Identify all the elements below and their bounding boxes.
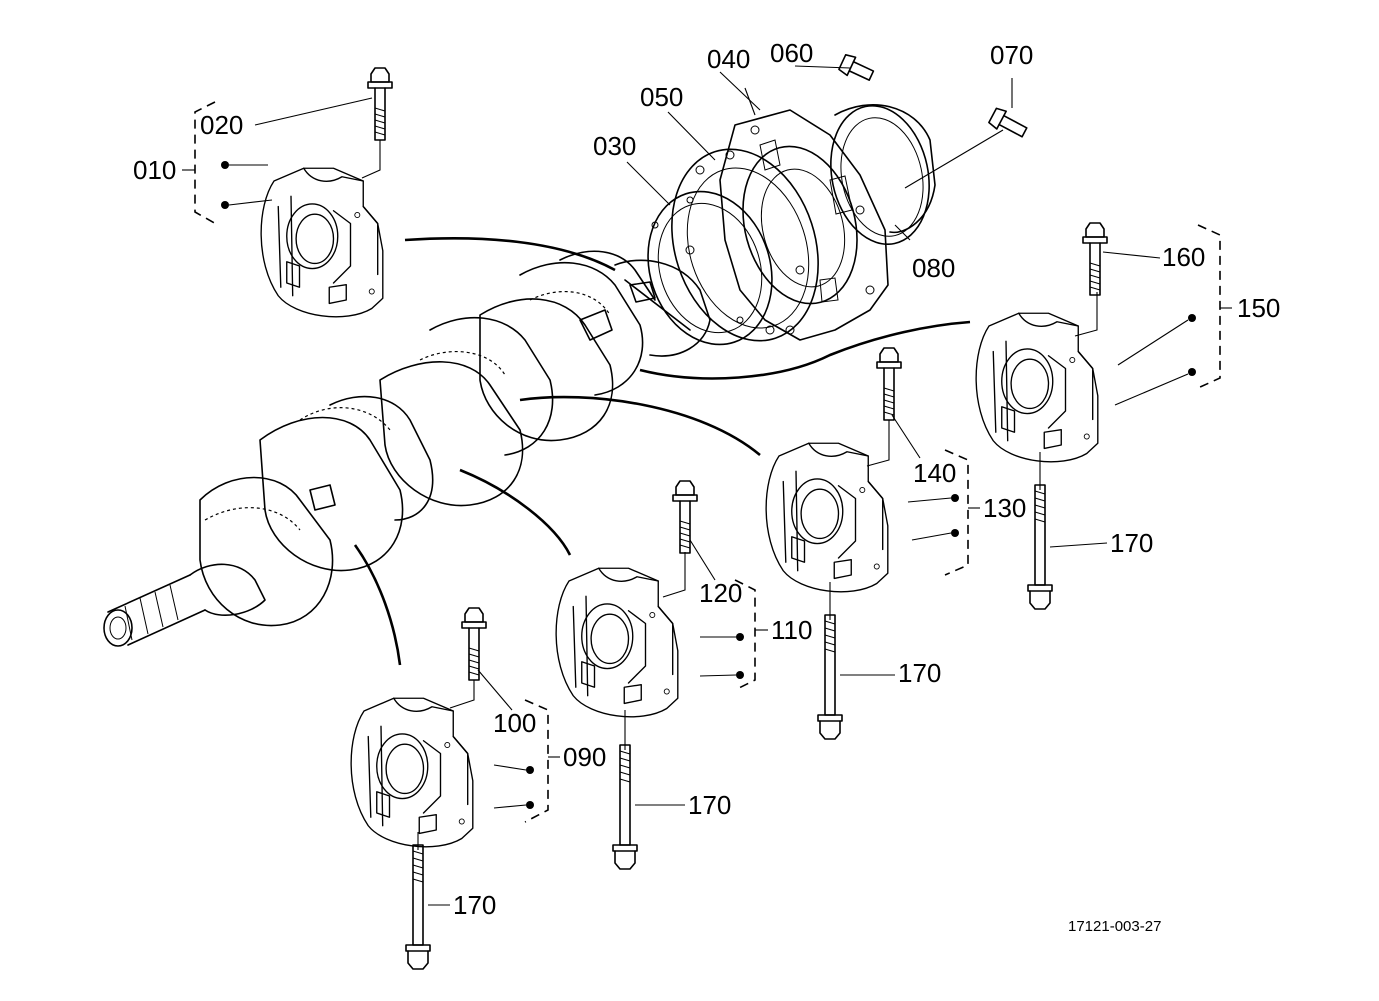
callout-010: 010	[133, 155, 176, 185]
callout-040: 040	[707, 44, 750, 74]
screw-070	[988, 107, 1028, 138]
bracket-010	[182, 101, 273, 226]
drawing-number: 17121-003-27	[1068, 918, 1161, 935]
leader-lines	[254, 65, 1161, 906]
callout-170-a: 170	[1110, 528, 1153, 558]
bracket-130	[907, 449, 980, 576]
bracket-090	[493, 699, 560, 823]
bolt-100	[461, 607, 487, 681]
bolt-120	[672, 480, 698, 554]
callout-070: 070	[990, 40, 1033, 70]
main-bearing-case-110	[555, 567, 679, 718]
callout-labels: 010 020 030 040 050 060 070 080 090 100 …	[133, 38, 1280, 935]
callout-080: 080	[912, 253, 955, 283]
callout-170-b: 170	[898, 658, 941, 688]
assembly-lines	[353, 237, 971, 666]
callout-150: 150	[1237, 293, 1280, 323]
callout-030: 030	[593, 131, 636, 161]
bracket-110	[699, 579, 768, 691]
callout-130: 130	[983, 493, 1026, 523]
callout-140: 140	[913, 458, 956, 488]
callout-110: 110	[771, 615, 812, 645]
callout-120: 120	[699, 578, 742, 608]
bracket-150	[1114, 224, 1232, 406]
callout-050: 050	[640, 82, 683, 112]
bolt-170-090	[405, 844, 431, 970]
callout-170-c: 170	[688, 790, 731, 820]
callout-060: 060	[770, 38, 813, 68]
main-bearing-case-150	[975, 312, 1099, 463]
bolt-170-130	[817, 614, 843, 740]
bolt-020	[367, 67, 393, 141]
callout-020: 020	[200, 110, 243, 140]
oil-seal-case	[719, 109, 889, 341]
bolt-160	[1082, 222, 1108, 296]
oil-seal	[830, 104, 936, 245]
oil-seal-case-gasket	[647, 190, 773, 346]
callout-170-d: 170	[453, 890, 496, 920]
callout-100: 100	[493, 708, 536, 738]
bolt-170-110	[612, 744, 638, 870]
main-bearing-case-090	[350, 697, 474, 848]
callout-090: 090	[563, 742, 606, 772]
crankshaft	[103, 250, 711, 647]
bolt-170-150	[1027, 484, 1053, 610]
screw-060	[838, 54, 875, 81]
bolt-140	[876, 347, 902, 421]
main-bearing-case-010	[260, 167, 384, 318]
callout-160: 160	[1162, 242, 1205, 272]
